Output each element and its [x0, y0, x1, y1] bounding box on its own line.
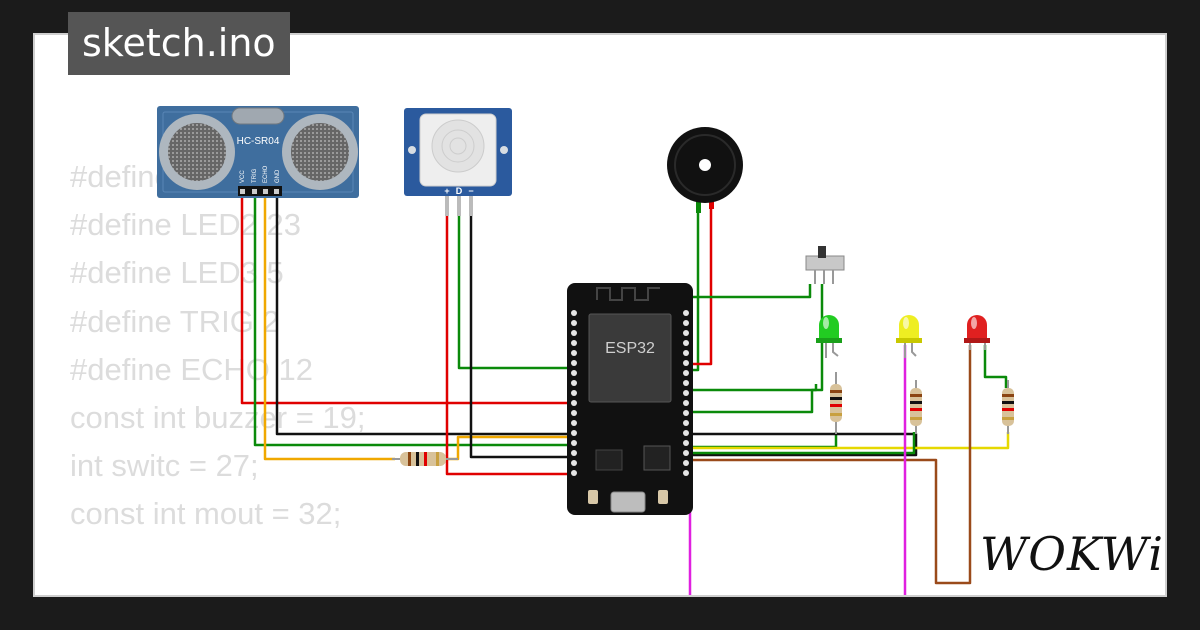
wire-green-switch-bottom — [688, 284, 824, 414]
sketch-title[interactable]: sketch.ino — [68, 12, 290, 75]
wire-green-led3 — [983, 345, 1008, 388]
resistor-green[interactable] — [830, 372, 842, 434]
code-line: const int mout = 32; — [70, 496, 342, 532]
pin-label-gnd: GND — [275, 169, 281, 183]
wire-red-buzzer — [688, 205, 713, 366]
resistor-red[interactable] — [1002, 380, 1014, 434]
wire-black-pir-gnd — [469, 196, 580, 459]
esp32-right-pins — [683, 310, 689, 476]
wire-red-ultrasonic-vcc — [240, 195, 580, 405]
pir-sensor[interactable]: + D − — [404, 108, 512, 216]
pir-pin-gnd: − — [468, 186, 473, 196]
resistor-echo[interactable] — [392, 452, 458, 466]
wire-orange-ultrasonic-echo — [263, 195, 395, 461]
ultrasonic-sensor[interactable]: HC-SR04 VCC TRIG ECHO GND — [157, 106, 359, 198]
code-line: const int buzzer = 19; — [70, 400, 366, 436]
led-red[interactable] — [964, 315, 990, 350]
ultrasonic-label: HC-SR04 — [237, 136, 280, 147]
wokwi-logo: WOKWi — [980, 527, 1164, 581]
wire-green-led1 — [688, 384, 818, 392]
esp32-board[interactable]: ESP32 — [567, 283, 693, 515]
code-line: #define LED2 23 — [70, 207, 301, 243]
esp32-left-pins — [571, 310, 577, 476]
wire-brown-led3 — [690, 345, 972, 585]
usb-port — [610, 491, 646, 513]
wire-green-pir-data — [457, 196, 580, 370]
wire-magenta-led2 — [688, 345, 907, 595]
wire-orange-resistor — [445, 435, 580, 461]
led-yellow[interactable] — [896, 315, 922, 358]
wire-green-r2 — [690, 432, 916, 455]
wire-black-gnd — [690, 432, 918, 457]
wire-yellow-r2 — [690, 432, 1010, 450]
pin-label-vcc: VCC — [240, 170, 246, 183]
buzzer[interactable] — [667, 127, 743, 213]
code-line: #define LED3 5 — [70, 255, 284, 291]
wire-red-pir-vcc — [445, 196, 580, 476]
pin-label-trig: TRIG — [252, 168, 258, 183]
esp32-label: ESP32 — [605, 340, 655, 357]
wire-green-ultrasonic-trig — [253, 195, 580, 447]
slide-switch[interactable] — [805, 246, 845, 284]
led-green[interactable] — [816, 315, 842, 358]
code-line: #define TRIG 2 — [70, 303, 280, 339]
wire-black-ultrasonic-gnd — [275, 195, 580, 436]
resistor-yellow[interactable] — [910, 380, 922, 434]
code-line: #define ECHO 12 — [70, 351, 313, 387]
pir-pin-vcc: + — [444, 186, 449, 196]
code-line: int switc = 27; — [70, 448, 259, 484]
code-line: // Declare variables globally — [70, 587, 449, 595]
pin-label-echo: ECHO — [263, 165, 269, 183]
pir-pin-data: D — [456, 186, 463, 196]
